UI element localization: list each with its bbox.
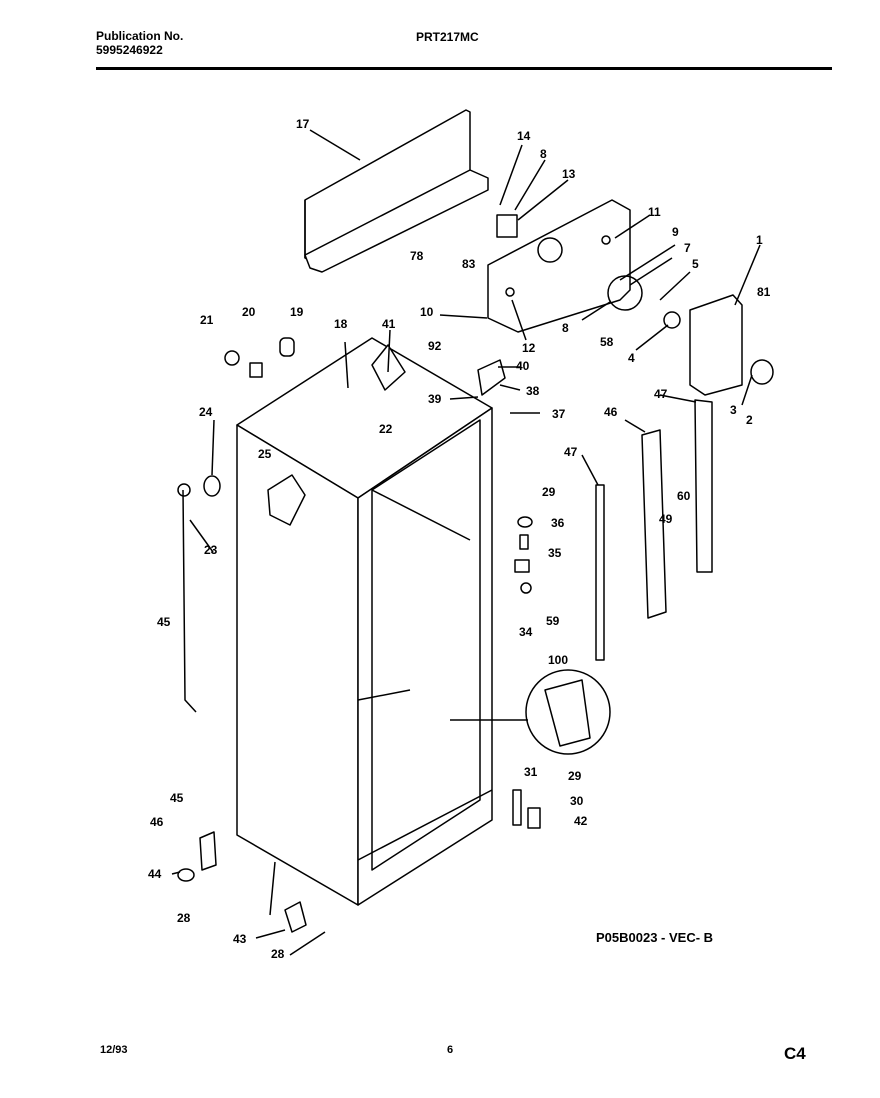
callout-36: 36 [551,516,565,530]
callout-42: 42 [574,814,588,828]
plug-part [203,475,221,497]
screw-part [224,350,240,366]
publication-label: Publication No. [96,29,184,43]
callout-31: 31 [524,765,538,779]
header-rule [96,67,832,70]
callout-83: 83 [462,257,476,271]
cabinet-part [236,337,493,906]
callout-47: 47 [564,445,578,459]
bushing-part [279,337,295,357]
bracket-part [267,474,306,526]
callout-45: 45 [170,791,184,805]
nut-part [520,582,532,594]
grommet-part [249,362,263,378]
callout-3: 3 [730,403,737,417]
footer-page-number: 6 [447,1044,454,1056]
callout-92: 92 [428,339,442,353]
breaker-strip-part [595,484,605,661]
callout-18: 18 [334,317,348,331]
callout-58: 58 [600,335,614,349]
lower-hinge-part [199,831,217,871]
callout-41: 41 [382,317,396,331]
callout-7: 7 [684,241,691,255]
callout-25: 25 [258,447,272,461]
callout-17: 17 [296,117,310,131]
callout-22: 22 [379,422,393,436]
control-panel-part [487,199,631,333]
breaker-strip-part [641,429,667,619]
callout-44: 44 [148,867,162,881]
pin-part [519,534,529,550]
publication-number: 5995246922 [96,43,163,57]
callout-13: 13 [562,167,576,181]
top-cover-part [304,109,489,273]
callout-46: 46 [150,815,164,829]
washer-part [517,516,533,528]
callout-100: 100 [548,653,568,667]
top-hinge-part [477,359,506,396]
callout-59: 59 [546,614,560,628]
spacer-part [514,559,530,573]
callout-10: 10 [420,305,434,319]
callout-23: 23 [204,543,218,557]
callout-39: 39 [428,392,442,406]
callout-20: 20 [242,305,256,319]
bottom-hinge-part [284,901,307,933]
callout-2: 2 [746,413,753,427]
evaporator-cover-part [689,294,743,396]
callout-4: 4 [628,351,635,365]
callout-28: 28 [271,947,285,961]
callout-9: 9 [672,225,679,239]
callout-47: 47 [654,387,668,401]
callout-21: 21 [200,313,214,327]
callout-38: 38 [526,384,540,398]
callout-40: 40 [516,359,530,373]
bracket-part [512,789,522,826]
part-callouts: 17 14 8 13 11 9 7 5 1 81 78 83 10 12 8 5… [148,117,771,961]
rod-part [182,489,197,713]
callout-43: 43 [233,932,247,946]
diagram-reference-code: P05B0023 - VEC- B [596,930,714,945]
callout-28: 28 [177,911,191,925]
callout-46: 46 [604,405,618,419]
callout-30: 30 [570,794,584,808]
callout-81: 81 [757,285,771,299]
knob-part [750,359,774,385]
callout-29: 29 [568,769,582,783]
callout-11: 11 [648,205,661,219]
footer-section-code: C4 [784,1044,806,1063]
callout-19: 19 [290,305,304,319]
callout-78: 78 [410,249,424,263]
callout-12: 12 [522,341,536,355]
callout-45: 45 [157,615,171,629]
callout-8: 8 [540,147,547,161]
callout-14: 14 [517,129,531,143]
callout-24: 24 [199,405,213,419]
callout-37: 37 [552,407,566,421]
bracket-part [527,807,541,829]
callout-29: 29 [542,485,556,499]
callout-1: 1 [756,233,763,247]
breaker-strip-part [694,399,713,573]
callout-60: 60 [677,489,691,503]
fan-blade-part [663,311,681,329]
model-number: PRT217MC [416,30,479,44]
damper-motor-part [496,214,518,238]
callout-34: 34 [519,625,533,639]
callout-35: 35 [548,546,562,560]
callout-8: 8 [562,321,569,335]
footer-date: 12/93 [100,1044,128,1056]
callout-5: 5 [692,257,699,271]
callout-49: 49 [659,512,673,526]
